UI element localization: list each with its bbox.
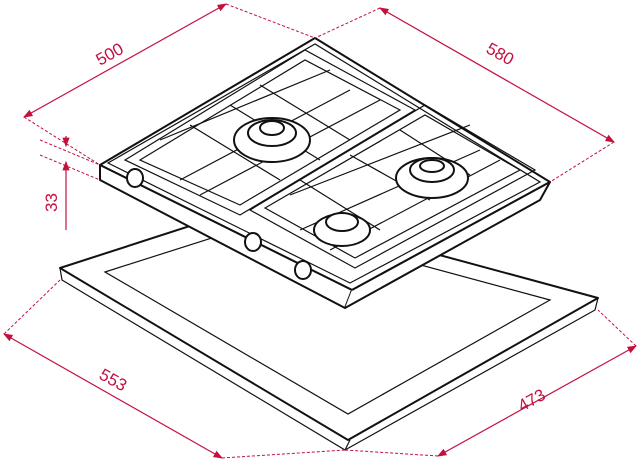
dimension-label-580: 580 <box>483 39 517 69</box>
burner-small <box>313 212 371 247</box>
dimension-label-33: 33 <box>42 193 61 212</box>
dimension-label-500: 500 <box>93 39 127 69</box>
control-knobs <box>126 168 312 280</box>
dimension-label-553: 553 <box>96 365 130 395</box>
burner-large <box>233 117 311 163</box>
knob-icon <box>294 260 312 280</box>
knob-icon <box>126 168 144 188</box>
knob-icon <box>244 232 262 252</box>
dimension-33: 33 <box>39 136 101 230</box>
burner-right <box>395 157 469 199</box>
